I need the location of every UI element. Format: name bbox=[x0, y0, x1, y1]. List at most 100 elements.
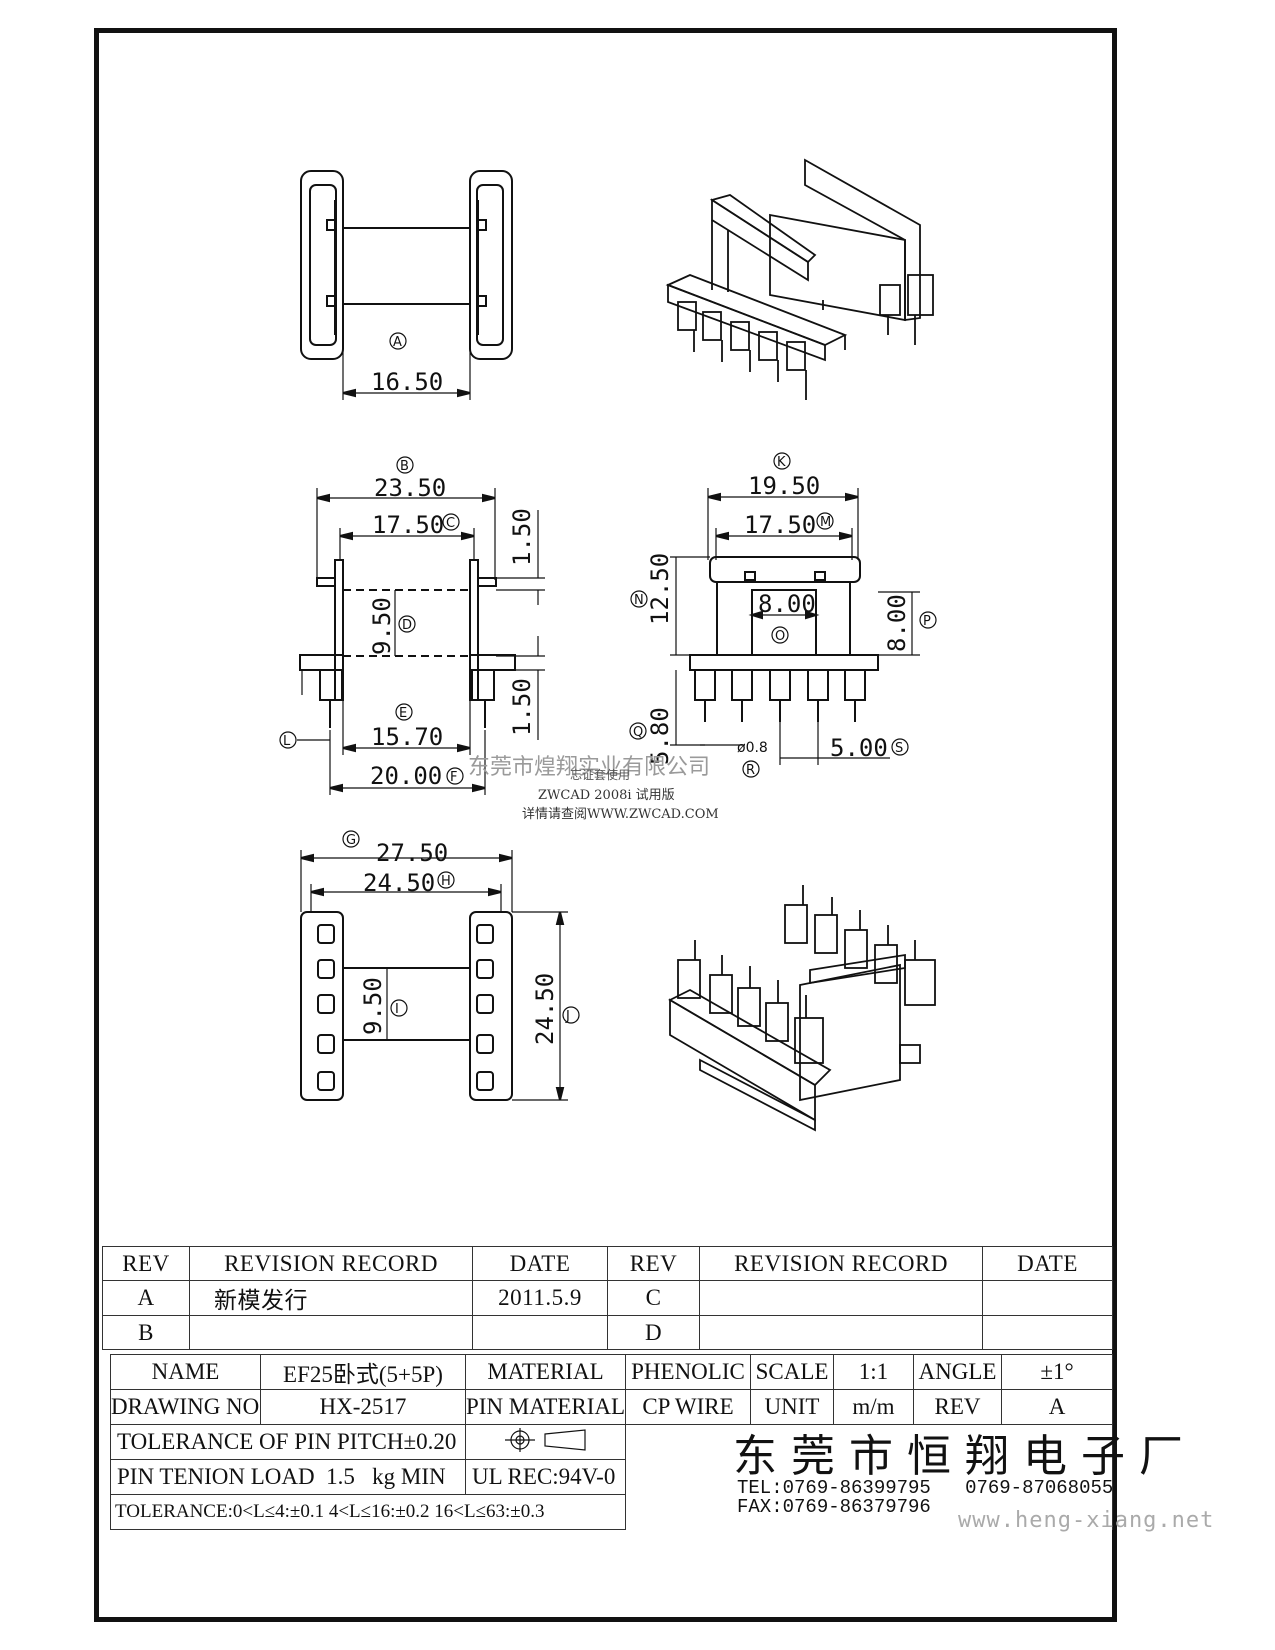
pin-tension-value: 1.5 bbox=[326, 1464, 355, 1489]
watermark-company: 东莞市煌翔实业有限公司 bbox=[468, 755, 711, 780]
company-tel: TEL:0769-86399795 0769-87068055 bbox=[737, 1477, 1113, 1499]
marker-L: L bbox=[283, 734, 291, 749]
dim-E: 15.70 bbox=[371, 723, 443, 751]
revision-table: REV REVISION RECORD DATE REV REVISION RE… bbox=[102, 1246, 1113, 1350]
rev-header-2: REV bbox=[607, 1246, 700, 1281]
rev-header: REV bbox=[102, 1246, 190, 1281]
dim-R: ø0.8 bbox=[737, 740, 768, 756]
material-label: MATERIAL bbox=[465, 1354, 626, 1390]
date-cell bbox=[982, 1315, 1113, 1350]
drawing-frame bbox=[94, 28, 1117, 1622]
record-cell bbox=[189, 1315, 473, 1350]
tel-1: TEL:0769-86399795 bbox=[737, 1477, 931, 1499]
marker-G: G bbox=[346, 833, 356, 848]
company-fax: FAX:0769-86379796 bbox=[737, 1496, 931, 1518]
dim-D: 9.50 bbox=[368, 597, 396, 655]
iso-view-bottom bbox=[668, 885, 936, 1132]
dim-K: 19.50 bbox=[748, 472, 820, 500]
tolerance-line: TOLERANCE:0<L≤4:±0.1 4<L≤16:±0.2 16<L≤63… bbox=[110, 1494, 626, 1530]
watermark-line1: 忘证套使用 bbox=[570, 768, 631, 782]
marker-B: B bbox=[400, 459, 409, 474]
dim-E2: 1.50 bbox=[508, 678, 536, 736]
top-view bbox=[300, 170, 513, 400]
pin-tension-label: PIN TENION LOAD bbox=[117, 1464, 315, 1489]
marker-I: I bbox=[395, 1002, 399, 1017]
company-name: 东莞市恒翔电子厂 bbox=[733, 1431, 1197, 1482]
ul-rating: UL REC:94V-0 bbox=[465, 1459, 626, 1495]
dim-N: 12.50 bbox=[646, 553, 674, 625]
rev-cell: B bbox=[102, 1315, 190, 1350]
marker-H: H bbox=[441, 874, 451, 889]
marker-A: A bbox=[393, 335, 402, 350]
front-view bbox=[279, 456, 545, 795]
revision-record-header-2: REVISION RECORD bbox=[699, 1246, 983, 1281]
side-view bbox=[629, 452, 937, 778]
company-website: www.heng-xiang.net bbox=[958, 1508, 1215, 1533]
name-value: EF25卧式(5+5P) bbox=[260, 1354, 466, 1390]
revision-record-header: REVISION RECORD bbox=[189, 1246, 473, 1281]
angle-label: ANGLE bbox=[913, 1354, 1002, 1390]
name-label: NAME bbox=[110, 1354, 261, 1390]
tolerance-pitch: TOLERANCE OF PIN PITCH±0.20 bbox=[110, 1424, 466, 1460]
marker-P: P bbox=[923, 614, 931, 629]
watermark-line2: ZWCAD 2008i 试用版 bbox=[538, 788, 675, 803]
dim-O: 8.00 bbox=[758, 590, 816, 618]
marker-S: S bbox=[895, 741, 903, 756]
tel-2: 0769-87068055 bbox=[965, 1477, 1114, 1499]
pin-tension-unit: kg MIN bbox=[372, 1464, 446, 1489]
bottom-view bbox=[300, 830, 580, 1101]
marker-O: O bbox=[775, 629, 785, 644]
rev-cell: A bbox=[102, 1280, 190, 1316]
scale-label: SCALE bbox=[750, 1354, 834, 1390]
title-block: NAME EF25卧式(5+5P) MATERIAL PHENOLIC SCAL… bbox=[110, 1354, 1113, 1530]
material-value: PHENOLIC bbox=[625, 1354, 751, 1390]
dim-S: 5.00 bbox=[830, 734, 888, 762]
revision-header-row: REV REVISION RECORD DATE REV REVISION RE… bbox=[102, 1246, 1113, 1281]
marker-M: M bbox=[820, 515, 831, 530]
date-cell bbox=[982, 1280, 1113, 1316]
dim-B: 23.50 bbox=[374, 474, 446, 502]
iso-view-top bbox=[665, 158, 934, 400]
pin-material-value: CP WIRE bbox=[625, 1389, 751, 1425]
dim-I: 9.50 bbox=[359, 977, 387, 1035]
record-cell bbox=[699, 1315, 983, 1350]
revision-row: A 新模发行 2011.5.9 C bbox=[102, 1280, 1113, 1316]
dim-C: 17.50 bbox=[372, 511, 444, 539]
watermark-line3: 详情请查阅WWW.ZWCAD.COM bbox=[522, 807, 719, 822]
record-cell: 新模发行 bbox=[189, 1280, 473, 1316]
dim-M: 17.50 bbox=[744, 511, 816, 539]
date-header-2: DATE bbox=[982, 1246, 1113, 1281]
unit-label: UNIT bbox=[750, 1389, 834, 1425]
dim-A: 16.50 bbox=[371, 368, 443, 396]
projection-symbol-cell bbox=[465, 1424, 626, 1460]
dim-H: 24.50 bbox=[363, 869, 435, 897]
date-cell bbox=[472, 1315, 608, 1350]
drawing-no-label: DRAWING NO. bbox=[110, 1389, 261, 1425]
dim-J: 24.50 bbox=[531, 973, 559, 1045]
dim-Q: 5.80 bbox=[646, 707, 674, 765]
pin-tension: PIN TENION LOAD 1.5 kg MIN bbox=[110, 1459, 466, 1495]
marker-F: F bbox=[450, 770, 457, 785]
dim-C2: 1.50 bbox=[508, 508, 536, 566]
drawing-no-value: HX-2517 bbox=[260, 1389, 466, 1425]
marker-N: N bbox=[634, 593, 644, 608]
date-cell: 2011.5.9 bbox=[472, 1280, 608, 1316]
record-cell bbox=[699, 1280, 983, 1316]
scale-value: 1:1 bbox=[833, 1354, 914, 1390]
date-header: DATE bbox=[472, 1246, 608, 1281]
marker-D: D bbox=[402, 618, 412, 633]
dim-G: 27.50 bbox=[376, 839, 448, 867]
rev-cell: C bbox=[607, 1280, 700, 1316]
marker-Q: Q bbox=[633, 725, 643, 740]
pin-material-label: PIN MATERIAL bbox=[465, 1389, 626, 1425]
rev-cell: D bbox=[607, 1315, 700, 1350]
revision-row: B D bbox=[102, 1315, 1113, 1350]
company-cell bbox=[625, 1424, 1113, 1530]
dim-P: 8.00 bbox=[883, 594, 911, 652]
angle-value: ±1° bbox=[1001, 1354, 1113, 1390]
marker-R: R bbox=[746, 763, 755, 778]
marker-C: C bbox=[446, 516, 455, 531]
dim-F: 20.00 bbox=[370, 762, 442, 790]
marker-K: K bbox=[777, 455, 786, 470]
